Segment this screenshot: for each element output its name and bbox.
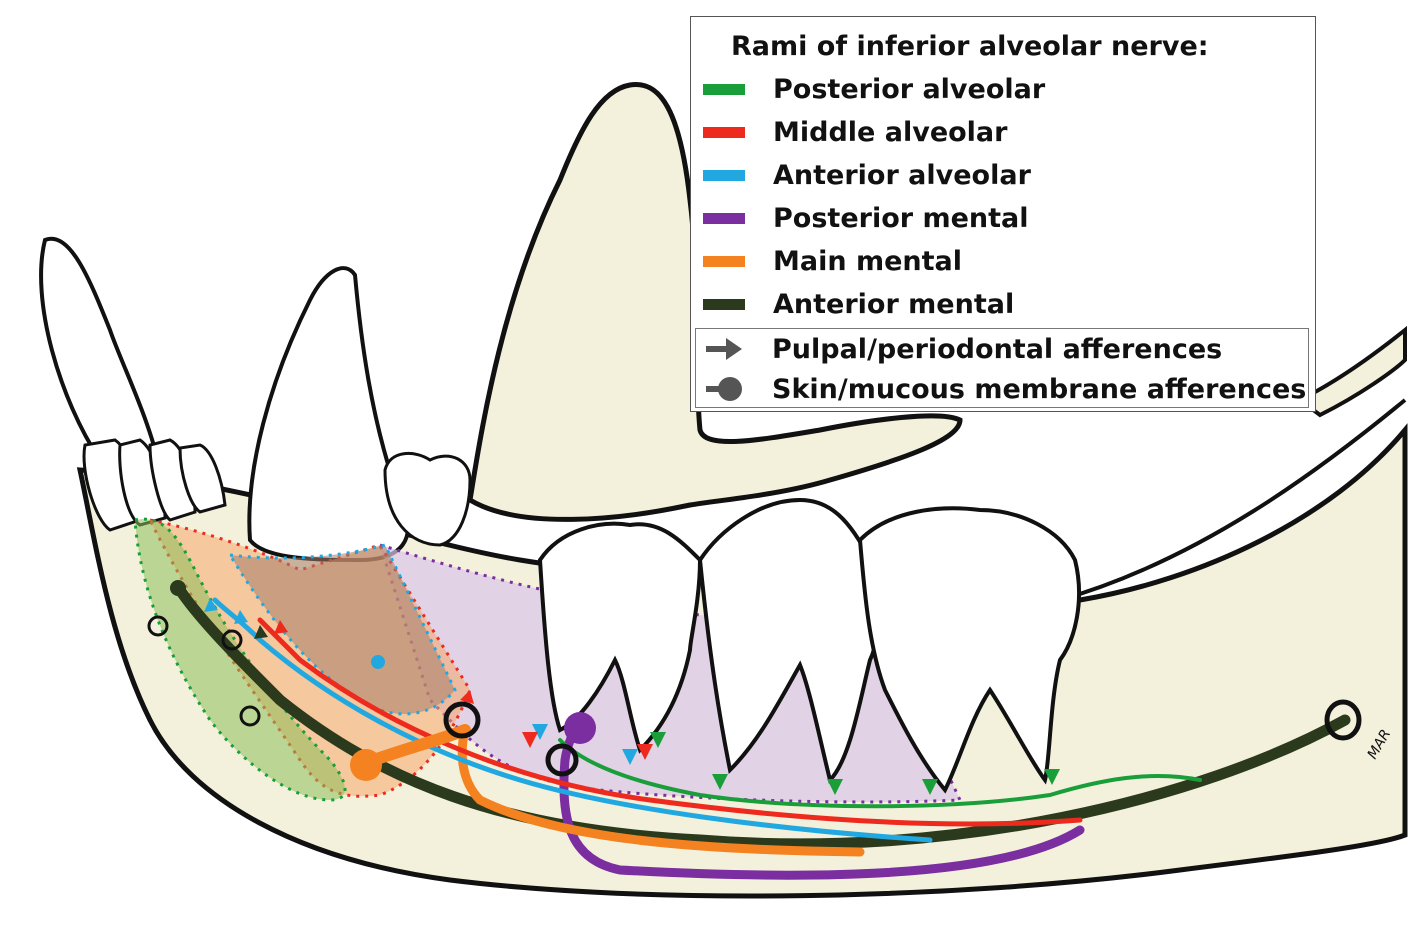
blue-swatch-icon — [703, 169, 745, 181]
legend-label: Pulpal/periodontal afferences — [772, 333, 1223, 365]
legend-item-anterior-alveolar: Anterior alveolar — [703, 155, 1031, 195]
orange-swatch-icon — [703, 255, 745, 267]
legend-title: Rami of inferior alveolar nerve: — [731, 31, 1209, 62]
coronoid-process — [467, 81, 963, 522]
small-incisors — [82, 438, 227, 532]
legend-item-pulpal: Pulpal/periodontal afferences — [704, 329, 1222, 369]
legend-item-anterior-mental: Anterior mental — [703, 284, 1014, 324]
legend-label: Posterior mental — [773, 202, 1029, 234]
dark-green-swatch-icon — [703, 298, 745, 310]
legend-label: Posterior alveolar — [773, 73, 1046, 105]
posterior-alveolar-nerve — [558, 738, 1202, 809]
foramen-small-3 — [239, 705, 261, 727]
legend-item-skin: Skin/mucous membrane afferences — [704, 369, 1306, 409]
middle-alveolar-nerve — [257, 617, 1083, 827]
green-swatch-icon — [703, 83, 745, 95]
anterior-alveolar-nerve — [212, 597, 933, 843]
arrow-icon — [706, 338, 742, 360]
main-mental-dot — [350, 749, 382, 781]
legend-label: Main mental — [773, 245, 963, 277]
legend-item-middle-alveolar: Middle alveolar — [703, 112, 1007, 152]
anterior-mental-dot — [170, 580, 186, 596]
legend-label: Middle alveolar — [773, 116, 1008, 148]
dot-icon — [706, 377, 742, 401]
mental-foramen-middle — [443, 701, 481, 739]
molar-teeth — [537, 497, 1082, 794]
foramen-small-1 — [147, 615, 169, 637]
legend-label: Skin/mucous membrane afferences — [772, 373, 1307, 405]
legend-item-main-mental: Main mental — [703, 241, 962, 281]
purple-swatch-icon — [703, 212, 745, 224]
legend-item-posterior-mental: Posterior mental — [703, 198, 1029, 238]
foramen-small-2 — [221, 629, 243, 651]
mental-foramen-posterior — [545, 743, 579, 777]
nerve-markers — [147, 580, 1362, 781]
legend: Rami of inferior alveolar nerve: Posteri… — [690, 16, 1316, 412]
posterior-mental-dot — [564, 712, 596, 744]
canine-tooth — [247, 266, 410, 563]
main-mental-nerve — [457, 725, 865, 857]
legend-afferences: Pulpal/periodontal afferences Skin/mucou… — [695, 328, 1309, 408]
legend-label: Anterior mental — [773, 288, 1015, 320]
afference-arrows — [204, 598, 1060, 795]
red-swatch-icon — [703, 126, 745, 138]
posterior-mental-nerve — [559, 720, 1085, 880]
mandible-ridge — [1059, 398, 1407, 602]
mental-foramen-caudal — [1324, 699, 1362, 741]
legend-label: Anterior alveolar — [773, 159, 1031, 191]
anterior-alveolar-dot — [371, 655, 385, 669]
legend-item-posterior-alveolar: Posterior alveolar — [703, 69, 1045, 109]
